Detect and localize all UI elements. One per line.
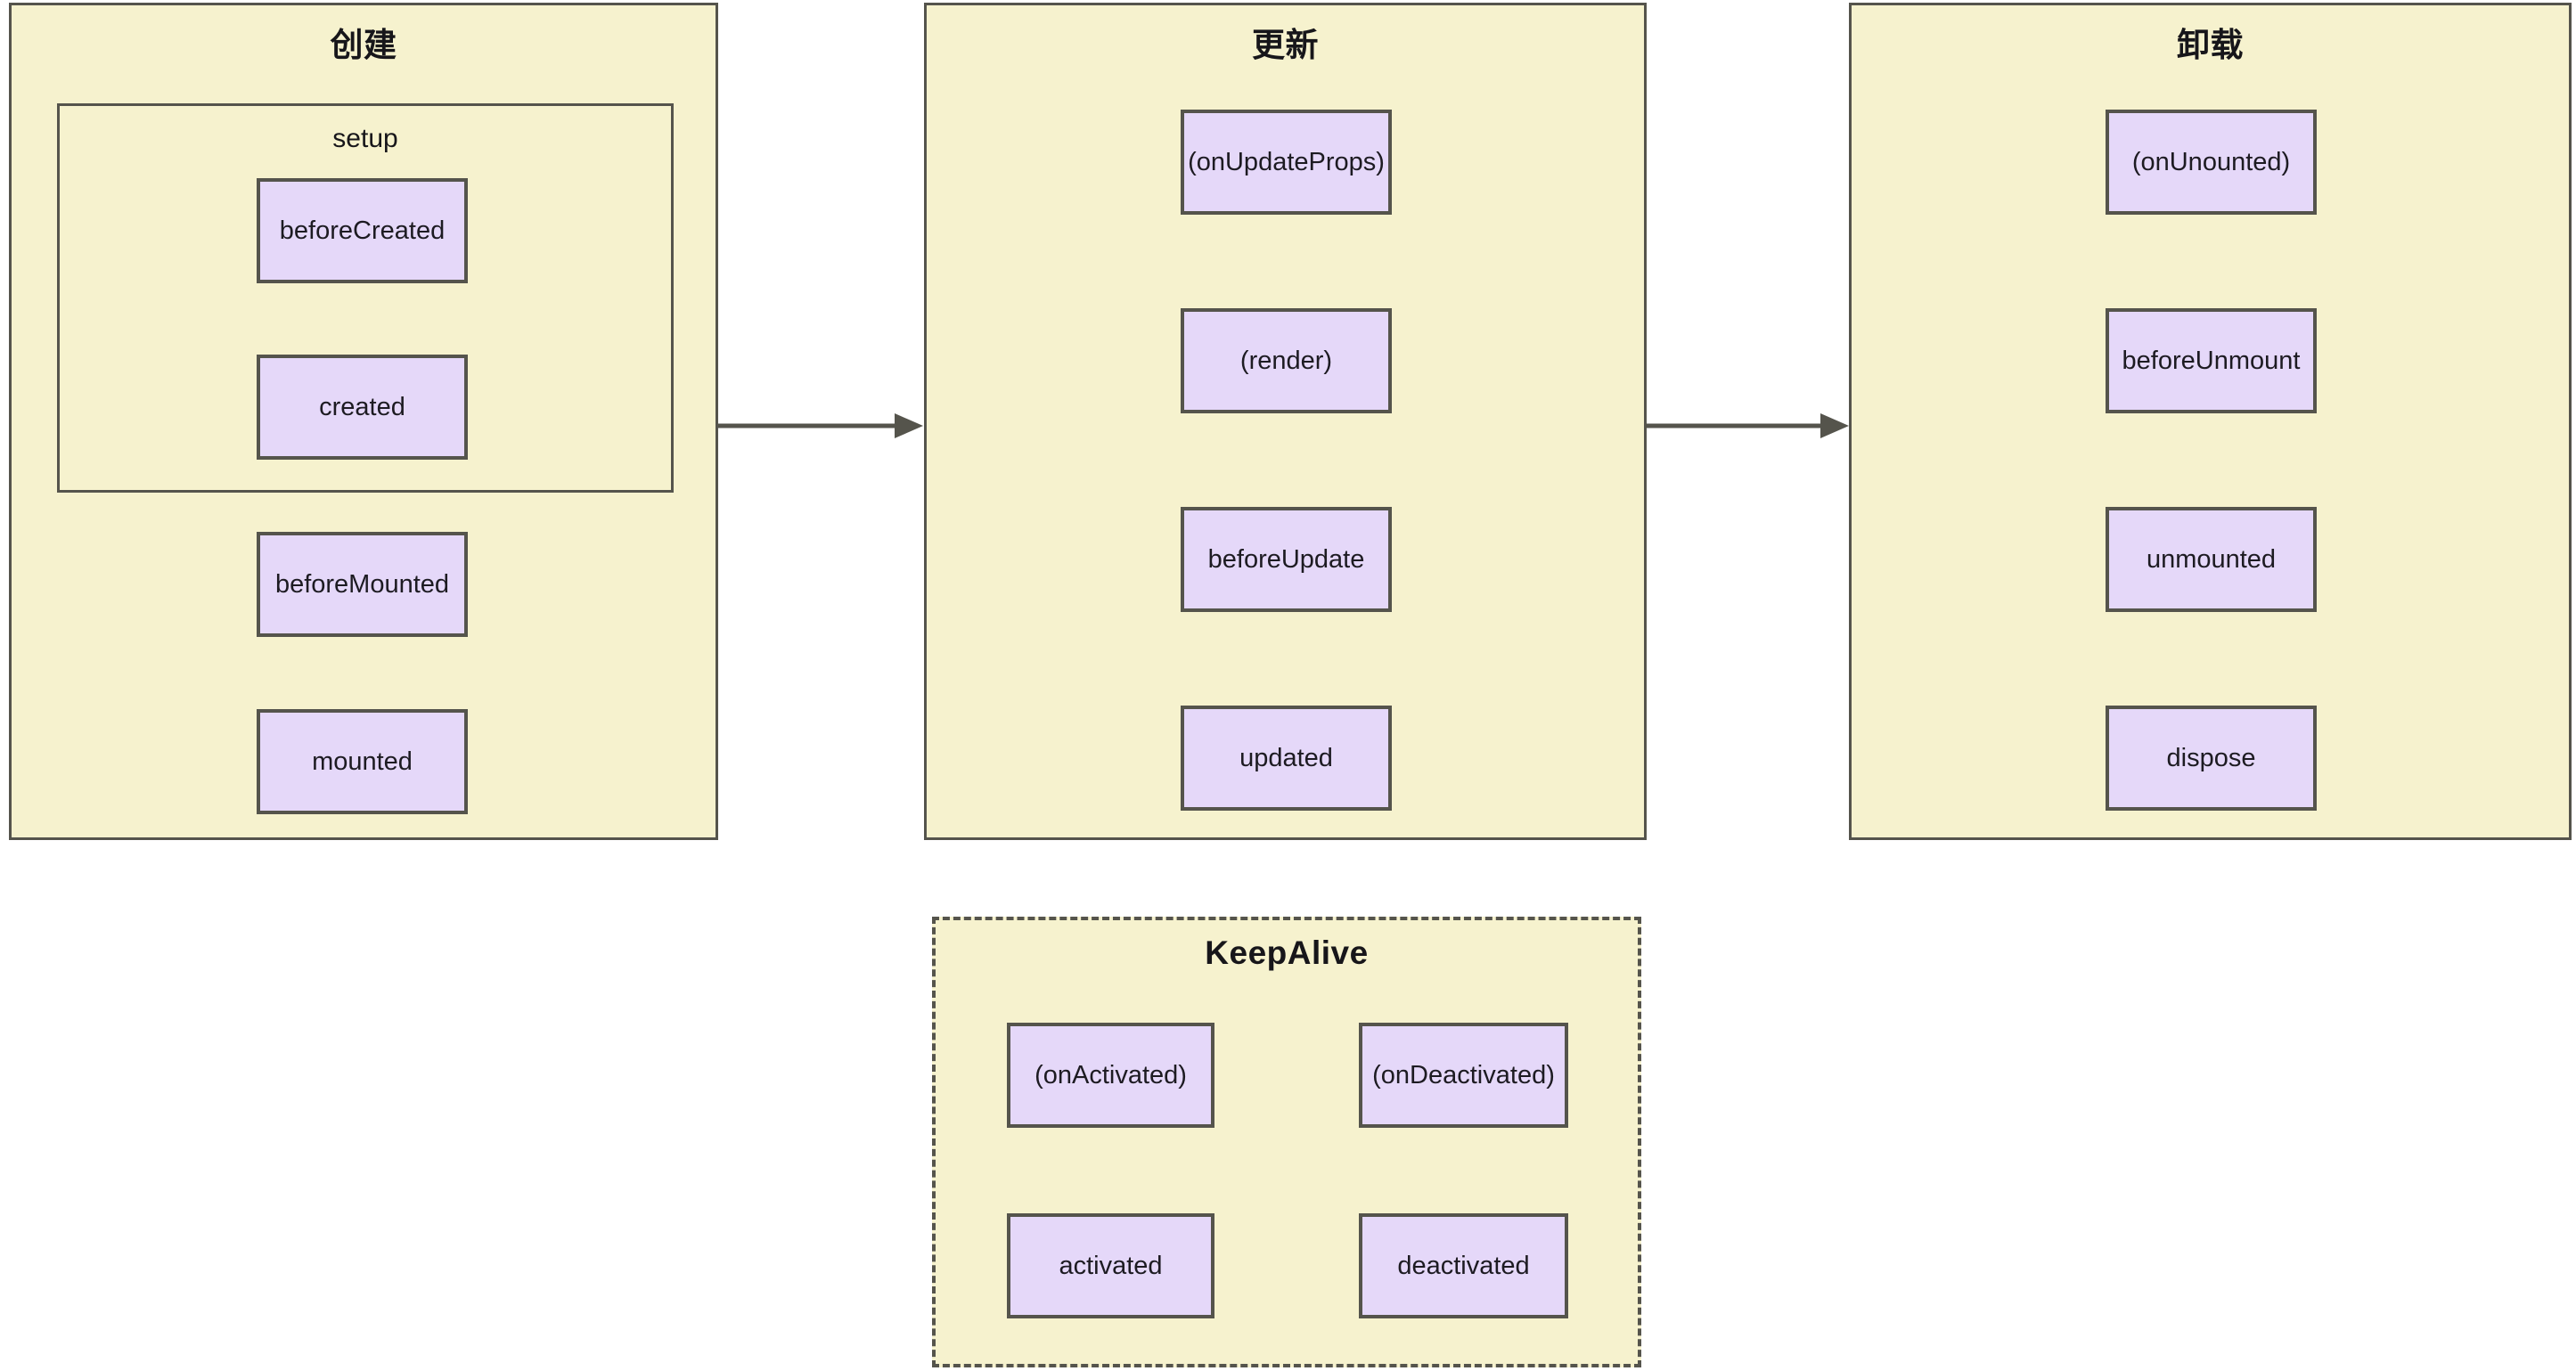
subgraph-setup-title: setup — [332, 124, 398, 153]
node-onActivated[interactable]: (onActivated) — [1007, 1023, 1214, 1128]
subgraph-setup: setup — [57, 103, 674, 493]
cluster-unmount-title: 卸载 — [2177, 27, 2244, 63]
node-render[interactable]: (render) — [1181, 308, 1392, 413]
edge-cluster-update-unmount — [1647, 413, 1849, 438]
cluster-update-title: 更新 — [1252, 27, 1319, 63]
node-updated[interactable]: updated — [1181, 706, 1392, 811]
node-onUpdateProps[interactable]: (onUpdateProps) — [1181, 110, 1392, 215]
node-created[interactable]: created — [257, 355, 468, 460]
edge-cluster-create-update — [718, 413, 923, 438]
node-activated[interactable]: activated — [1007, 1213, 1214, 1318]
node-beforeCreated[interactable]: beforeCreated — [257, 178, 468, 283]
node-onDeactivated[interactable]: (onDeactivated) — [1359, 1023, 1568, 1128]
node-mounted[interactable]: mounted — [257, 709, 468, 814]
cluster-create-title: 创建 — [330, 27, 397, 63]
node-unmounted[interactable]: unmounted — [2106, 507, 2317, 612]
node-beforeMounted[interactable]: beforeMounted — [257, 532, 468, 637]
node-deactivated[interactable]: deactivated — [1359, 1213, 1568, 1318]
node-onUnounted[interactable]: (onUnounted) — [2106, 110, 2317, 215]
node-beforeUpdate[interactable]: beforeUpdate — [1181, 507, 1392, 612]
node-dispose[interactable]: dispose — [2106, 706, 2317, 811]
cluster-keepalive-title: KeepAlive — [1205, 934, 1369, 971]
node-beforeUnmount[interactable]: beforeUnmount — [2106, 308, 2317, 413]
